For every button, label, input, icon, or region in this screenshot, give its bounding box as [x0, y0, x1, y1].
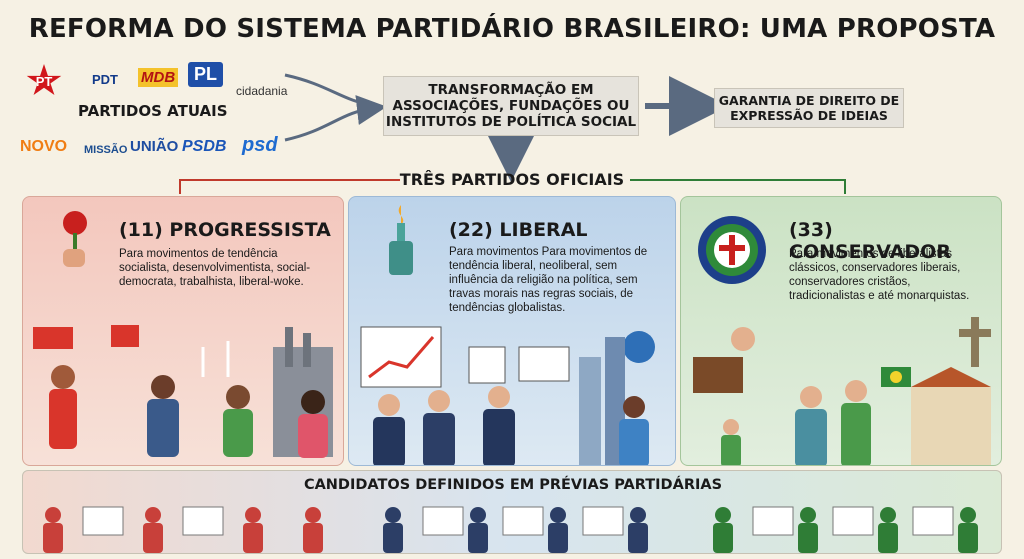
voters-ballots-illustration: [43, 506, 978, 553]
bracket-right: [630, 179, 846, 194]
torch-statue-icon: [389, 205, 413, 275]
pdt-logo-icon: PDT: [92, 72, 118, 87]
rose-fist-icon: [63, 211, 87, 267]
conservative-description: Para movimentos de liberalistas clássico…: [789, 248, 970, 302]
conservative-panel: (33) CONSERVADOR Para movimentos de libe…: [680, 196, 1002, 466]
progressive-title: (11) PROGRESSISTA: [119, 219, 331, 241]
pl-logo-icon: PL: [188, 62, 224, 87]
conservative-illustration: [693, 317, 991, 465]
liberal-description: Para movimentos Para movimentos de tendê…: [449, 246, 648, 314]
current-parties-label: PARTIDOS ATUAIS: [78, 102, 228, 120]
uniao-logo-icon: UNIÃO: [130, 138, 179, 155]
missao-logo-icon: MISSÃO: [84, 144, 128, 156]
conservative-title: (33) CONSERVADOR: [789, 219, 951, 263]
merge-arrow: [284, 73, 376, 108]
primaries-label: CANDIDATOS DEFINIDOS EM PRÉVIAS PARTIDÁR…: [303, 477, 723, 493]
liberal-panel: (22) LIBERAL Para movimentos Para movime…: [348, 196, 676, 466]
progressive-description: Para movimentos de tendência socialista,…: [119, 248, 311, 288]
cidadania-logo-icon: cidadania: [236, 84, 288, 98]
progressive-panel: (11) PROGRESSISTA Para movimentos de ten…: [22, 196, 344, 466]
psd-logo-icon: psd: [242, 134, 278, 156]
liberal-illustration: [360, 326, 655, 465]
mdb-logo-icon: MDB: [138, 68, 179, 87]
guarantee-box: GARANTIA DE DIREITO DE EXPRESSÃO DE IDEI…: [714, 88, 904, 128]
bracket-left: [179, 179, 400, 194]
page-title: REFORMA DO SISTEMA PARTIDÁRIO BRASILEIRO…: [28, 14, 996, 44]
novo-logo-icon: NOVO: [20, 138, 68, 155]
cross-seal-icon: [698, 216, 766, 284]
liberal-title: (22) LIBERAL: [449, 219, 588, 241]
three-parties-label: TRÊS PARTIDOS OFICIAIS: [399, 170, 625, 189]
current-parties-logos: PT PDT MDB PL cidadania NOVO MISSÃO UNIÃ…: [20, 56, 290, 166]
primaries-bar: CANDIDATOS DEFINIDOS EM PRÉVIAS PARTIDÁR…: [22, 470, 1002, 554]
progressive-illustration: [33, 325, 333, 458]
transformation-box: TRANSFORMAÇÃO EM ASSOCIAÇÕES, FUNDAÇÕES …: [383, 76, 639, 136]
psdb-logo-icon: PSDB: [182, 138, 227, 155]
